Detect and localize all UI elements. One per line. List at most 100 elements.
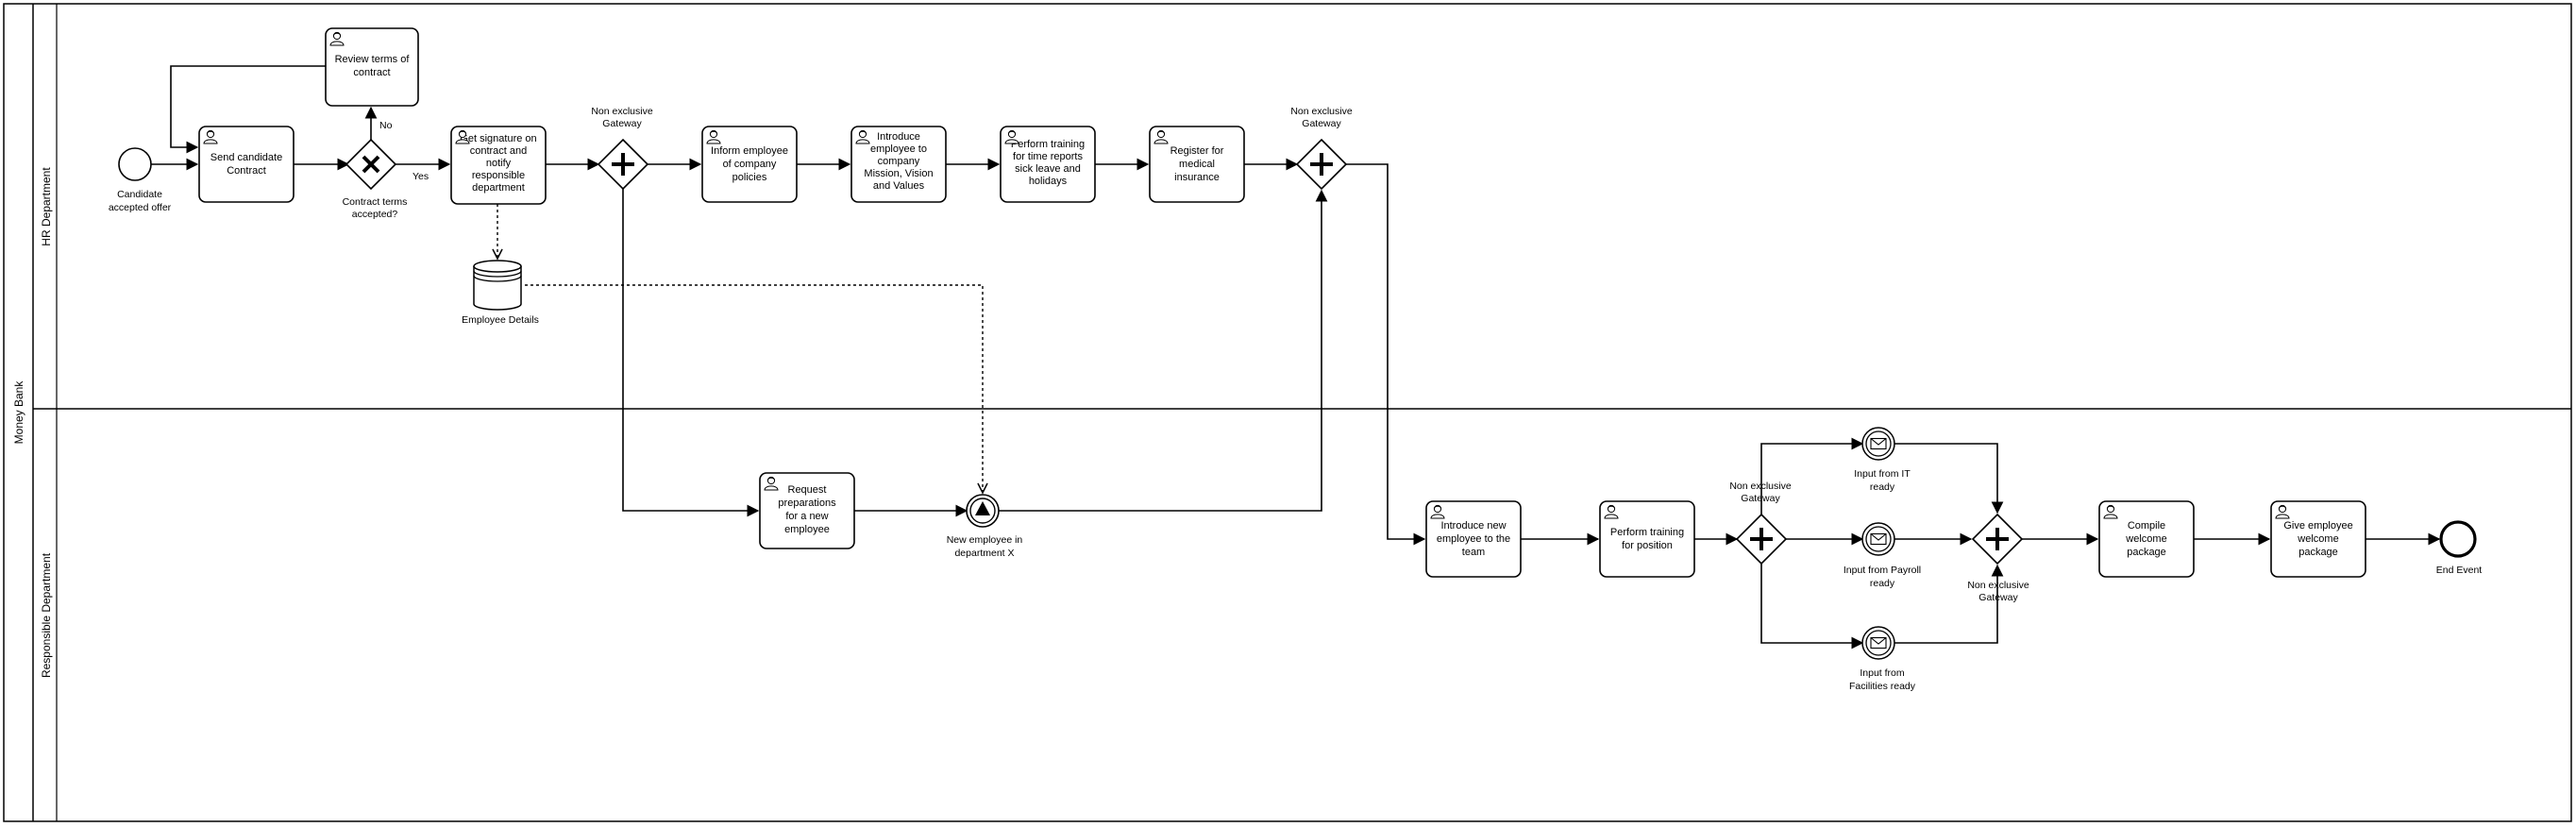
task-label: employee to — [870, 143, 927, 155]
task-label: department — [472, 182, 525, 194]
hr-join-gateway-label: Gateway — [1302, 118, 1341, 129]
task-label: responsible — [472, 170, 525, 181]
pool-label: Money Bank — [12, 380, 25, 445]
plus-icon — [1750, 528, 1773, 550]
data-store-employee-details[interactable]: Employee Details — [462, 260, 539, 326]
input-facilities-label: Input from — [1860, 667, 1905, 679]
task-label: sick leave and — [1015, 163, 1081, 175]
task-label: for time reports — [1013, 151, 1083, 162]
task-label: Send candidate — [210, 152, 282, 163]
contract-gateway-label: accepted? — [352, 209, 398, 220]
task-label: policies — [732, 172, 767, 183]
end-event-label: End Event — [2436, 565, 2483, 576]
plus-icon — [612, 153, 634, 176]
task-label: contract and — [470, 145, 528, 157]
intermediate-event-new-employee[interactable]: New employee in department X — [947, 494, 1023, 559]
hr-join-gateway-label: Non exclusive — [1290, 106, 1353, 117]
task-label: welcome — [2297, 533, 2338, 545]
task-label: Request — [788, 484, 827, 496]
resp-join-gateway-label: Gateway — [1978, 592, 2018, 603]
flow-split-to-facilities — [1760, 564, 1864, 650]
task-label: Perform training — [1610, 527, 1684, 538]
svg-text:Employee Details: Employee Details — [462, 314, 539, 326]
task-label: Register for — [1170, 145, 1224, 157]
new-employee-event-label: New employee in — [947, 534, 1023, 546]
start-event-label: accepted offer — [109, 202, 172, 213]
plus-icon — [1986, 528, 2009, 550]
flow-split-to-it — [1760, 437, 1864, 515]
flow-event-to-join — [999, 189, 1328, 512]
lane-hr-label: HR Department — [40, 167, 53, 246]
hr-split-gateway-label: Non exclusive — [591, 106, 653, 117]
flow-review-to-send — [170, 65, 326, 154]
resp-split-gateway-label: Non exclusive — [1729, 481, 1792, 492]
input-it-label: Input from IT — [1854, 468, 1911, 480]
task-label: Contract — [227, 165, 266, 177]
resp-join-gateway-label: Non exclusive — [1967, 580, 2029, 591]
end-event[interactable]: End Event — [2436, 520, 2483, 576]
input-payroll-label: ready — [1870, 578, 1895, 589]
task-label: insurance — [1174, 172, 1220, 183]
x-icon — [362, 155, 380, 174]
lane-responsible[interactable]: Responsible Department — [40, 552, 53, 678]
data-associations — [497, 204, 983, 493]
input-payroll-label: Input from Payroll — [1844, 565, 1921, 576]
task-label: notify — [486, 158, 512, 169]
flow-facilities-to-join — [1894, 564, 2004, 644]
association-datastore-to-event — [525, 284, 983, 493]
message-event-payroll[interactable]: Input from Payroll ready — [1844, 522, 1921, 589]
task-label: contract — [353, 67, 390, 78]
plus-icon — [1310, 153, 1333, 176]
lane-hr[interactable]: HR Department — [40, 167, 53, 246]
input-facilities-label: Facilities ready — [1849, 681, 1916, 692]
input-it-label: ready — [1870, 481, 1895, 493]
hr-split-gateway-label: Gateway — [602, 118, 642, 129]
task-label: employee to the — [1437, 533, 1510, 545]
task-label: Perform training — [1011, 139, 1085, 150]
flow-split-to-request — [622, 189, 760, 517]
task-label: Mission, Vision — [864, 168, 933, 179]
task-label: Compile — [2128, 520, 2165, 532]
pool[interactable]: Money Bank — [3, 3, 2572, 822]
task-label: Inform employee — [711, 145, 788, 157]
task-label: for a new — [785, 511, 828, 522]
new-employee-event-label: department X — [954, 548, 1014, 559]
envelope-icon — [1870, 636, 1887, 650]
